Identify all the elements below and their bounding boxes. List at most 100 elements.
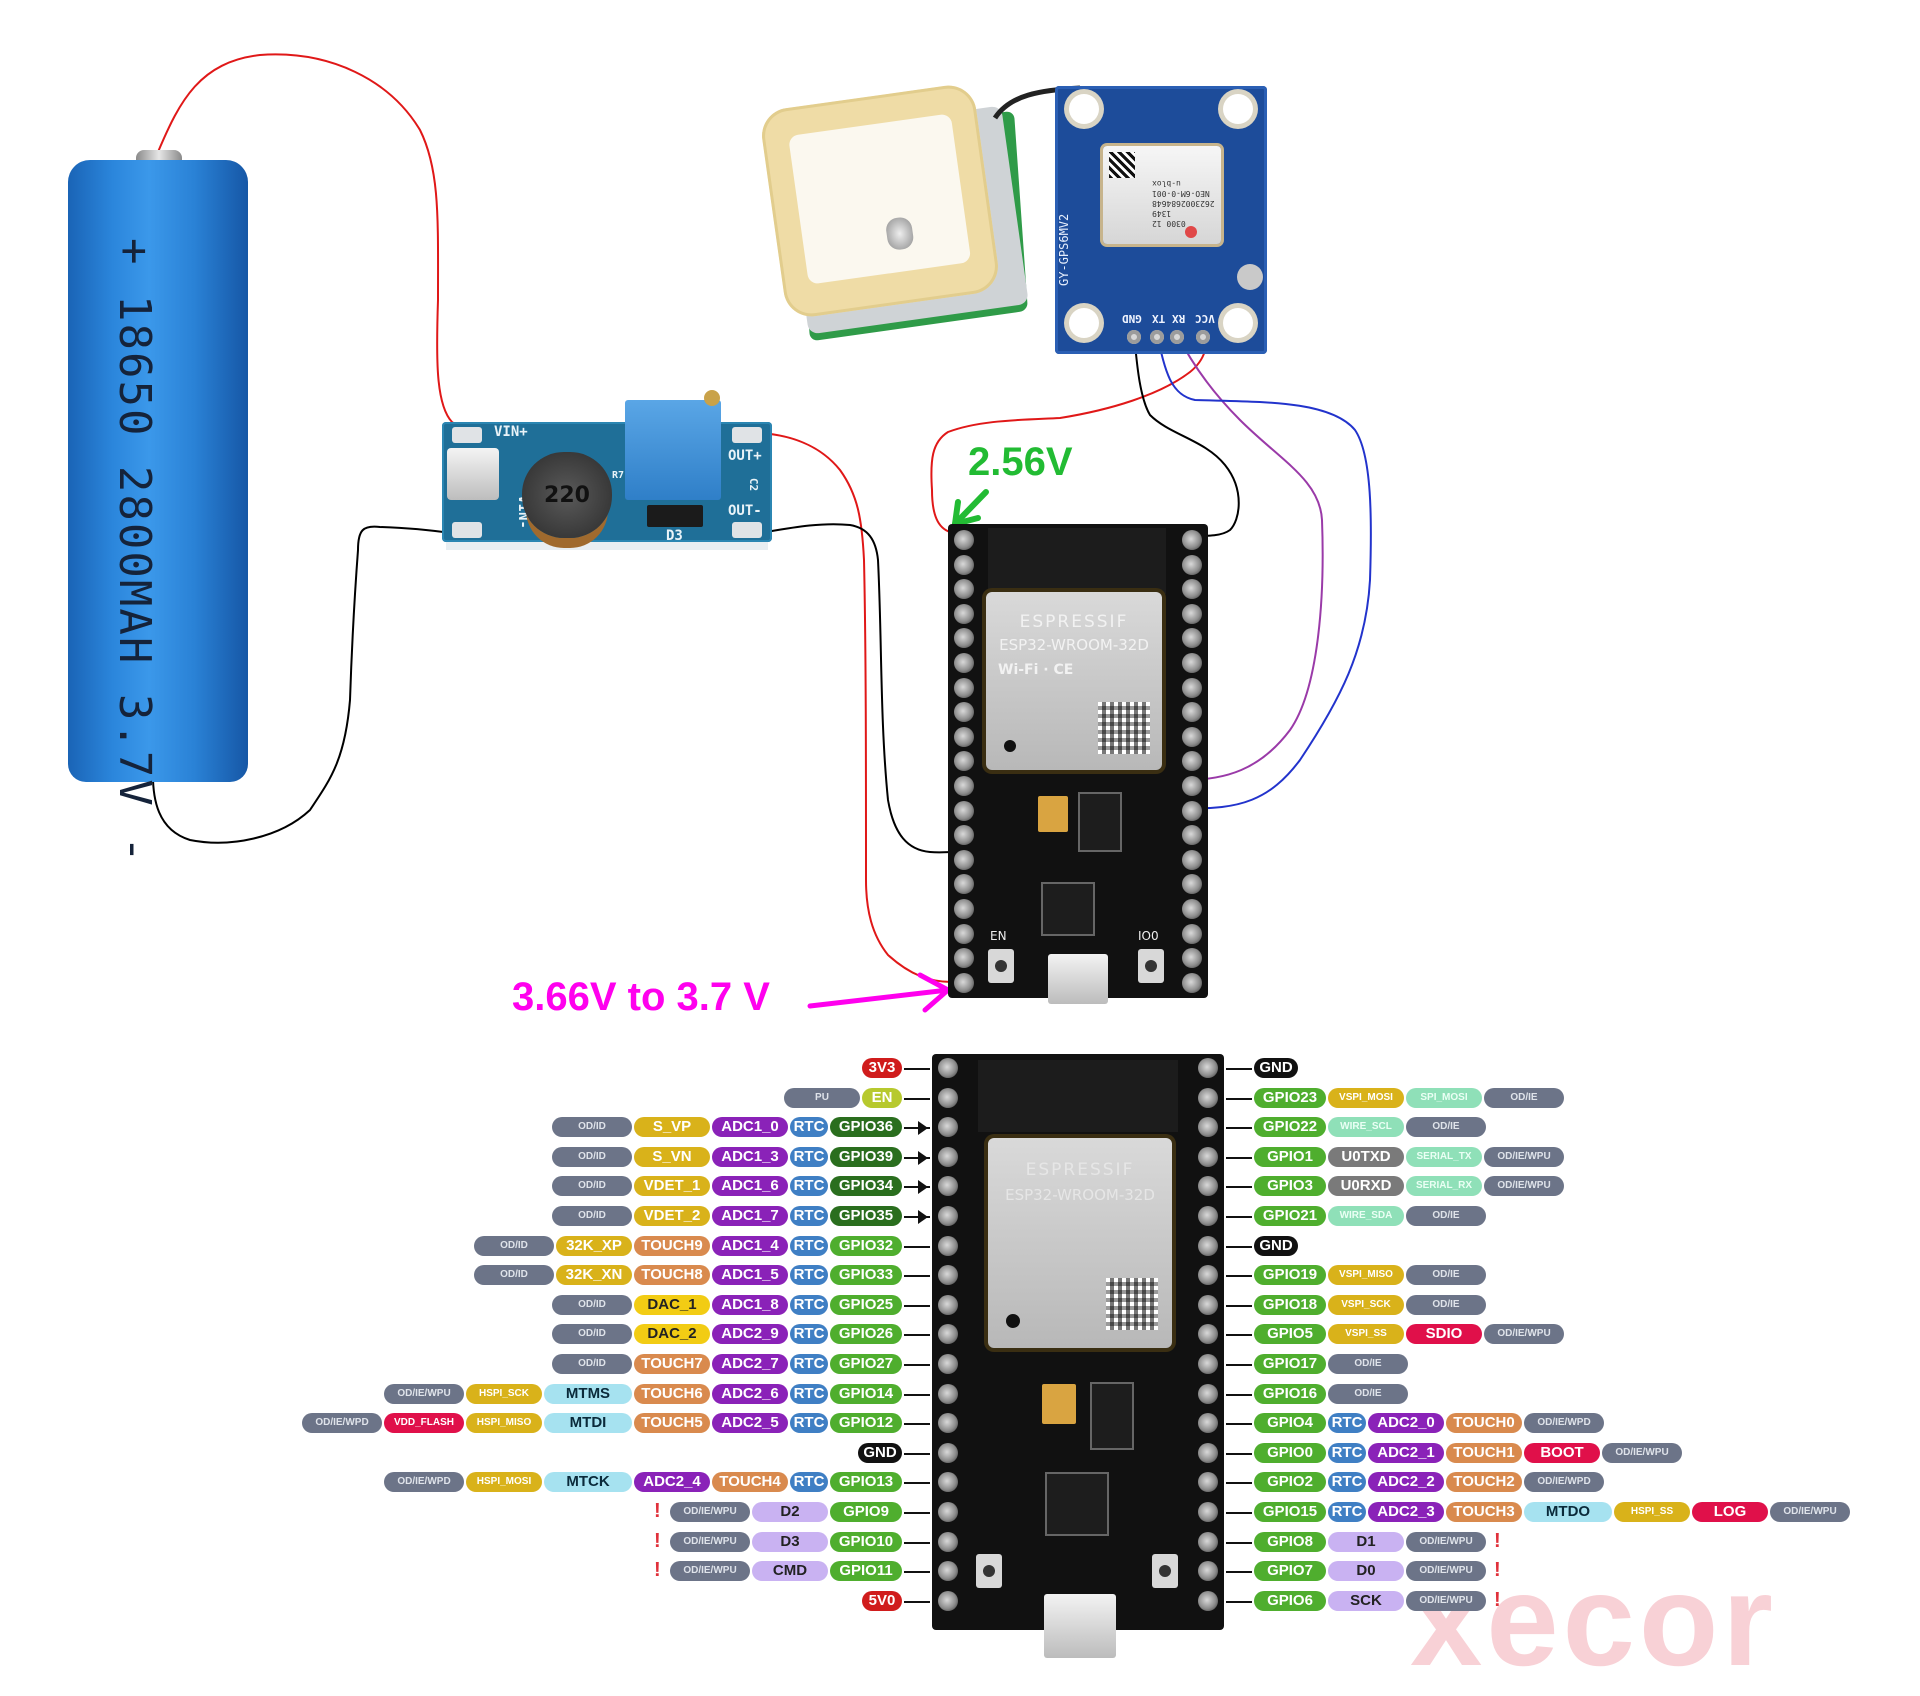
header-pin[interactable] [954,751,974,772]
header-pin[interactable] [954,677,974,698]
gps-pin-vcc[interactable] [1196,330,1210,344]
header-pin[interactable] [1198,1413,1218,1434]
header-pin[interactable] [938,1058,958,1078]
header-pin[interactable] [954,653,974,673]
header-pin[interactable] [938,1146,958,1167]
boost-usb-port [447,448,499,500]
header-pin[interactable] [1198,1442,1218,1463]
header-pin[interactable] [938,1117,958,1138]
header-pin[interactable] [938,1590,958,1611]
header-pin[interactable] [938,1176,958,1197]
header-pin[interactable] [938,1265,958,1286]
header-pin[interactable] [1182,923,1202,944]
pin-function-tag: TOUCH9 [634,1235,710,1256]
header-pin[interactable] [938,1206,958,1226]
header-pin[interactable] [1198,1531,1218,1552]
header-pin[interactable] [1198,1235,1218,1256]
header-pin[interactable] [1182,603,1202,624]
header-pin[interactable] [938,1235,958,1256]
pwm-wave-icon [904,1393,930,1396]
header-pin[interactable] [1182,874,1202,895]
header-pin[interactable] [938,1561,958,1582]
header-pin[interactable] [954,530,974,550]
header-pin[interactable] [1198,1354,1218,1374]
header-pin[interactable] [1182,677,1202,698]
gps-pin-rx[interactable] [1170,330,1184,344]
potentiometer-screw-icon[interactable] [704,390,720,406]
en-button[interactable] [988,949,1014,983]
header-pin[interactable] [954,776,974,796]
header-pin[interactable] [1198,1117,1218,1138]
header-pin[interactable] [1198,1472,1218,1493]
header-pin[interactable] [1182,776,1202,796]
header-pin[interactable] [954,849,974,870]
header-pin[interactable] [1182,972,1202,993]
boot-button[interactable] [1138,949,1164,983]
header-pin[interactable] [938,1472,958,1493]
micro-usb-port[interactable] [1048,954,1108,1004]
header-pin[interactable] [938,1087,958,1108]
pin-label-gpio26: GPIO26 [830,1324,902,1345]
header-pin[interactable] [1182,948,1202,969]
header-pin[interactable] [1182,751,1202,772]
header-pin[interactable] [954,603,974,624]
pin-function-tag: ADC2_7 [712,1354,788,1374]
header-pin[interactable] [938,1531,958,1552]
header-pin[interactable] [1198,1383,1218,1404]
gps-pin-gnd[interactable] [1127,330,1141,344]
header-pin[interactable] [1182,899,1202,919]
header-pin[interactable] [954,825,974,846]
header-pin[interactable] [938,1324,958,1345]
header-pin[interactable] [1182,628,1202,649]
pin-function-tag: ADC1_7 [712,1206,788,1226]
header-pin[interactable] [1198,1087,1218,1108]
header-pin[interactable] [954,874,974,895]
en-button[interactable] [976,1554,1002,1588]
header-pin[interactable] [1182,726,1202,747]
header-pin[interactable] [1198,1265,1218,1286]
header-pin[interactable] [1182,554,1202,575]
header-pin[interactable] [1198,1324,1218,1345]
potentiometer[interactable] [625,400,721,500]
header-pin[interactable] [1198,1294,1218,1315]
boot-button[interactable] [1152,1554,1178,1588]
header-pin[interactable] [1182,530,1202,550]
header-pin[interactable] [938,1294,958,1315]
header-pin[interactable] [954,579,974,600]
header-pin[interactable] [954,972,974,993]
header-pin[interactable] [938,1442,958,1463]
header-pin[interactable] [954,554,974,575]
header-pin[interactable] [1182,825,1202,846]
header-pin[interactable] [1182,849,1202,870]
pad-out-minus [732,522,762,538]
header-pin[interactable] [938,1502,958,1522]
pin-label-gpio17: GPIO17 [1254,1354,1326,1374]
header-pin[interactable] [954,628,974,649]
header-pin[interactable] [954,800,974,821]
micro-usb-port[interactable] [1044,1594,1116,1658]
header-pin[interactable] [1198,1176,1218,1197]
header-pin[interactable] [1198,1561,1218,1582]
header-pin[interactable] [1182,579,1202,600]
gps-pin-tx[interactable] [1150,330,1164,344]
header-pin[interactable] [1198,1502,1218,1522]
header-pin[interactable] [938,1383,958,1404]
header-pin[interactable] [1198,1058,1218,1078]
pin-function-tag: D1 [1328,1531,1404,1552]
header-pin[interactable] [954,702,974,723]
header-pin[interactable] [1182,653,1202,673]
header-pin[interactable] [954,923,974,944]
header-pin[interactable] [1198,1146,1218,1167]
header-pin[interactable] [1198,1206,1218,1226]
wire-boost-out-negative [759,523,954,854]
header-pin[interactable] [954,726,974,747]
pin-function-tag: OD/IE [1328,1354,1408,1374]
header-pin[interactable] [1182,702,1202,723]
module-brand: ESPRESSIF [1025,1160,1135,1180]
header-pin[interactable] [938,1354,958,1374]
header-pin[interactable] [938,1413,958,1434]
header-pin[interactable] [954,948,974,969]
header-pin[interactable] [1182,800,1202,821]
header-pin[interactable] [1198,1590,1218,1611]
header-pin[interactable] [954,899,974,919]
